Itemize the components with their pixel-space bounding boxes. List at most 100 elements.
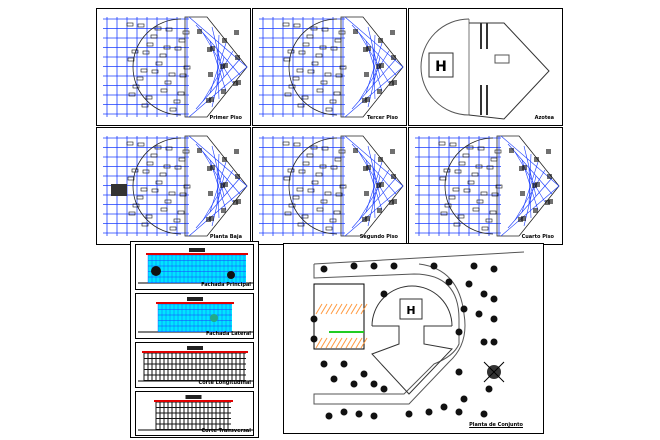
furniture <box>297 222 305 227</box>
north-arrow-cross <box>483 361 505 383</box>
furniture <box>457 214 465 219</box>
furniture <box>311 61 319 66</box>
tree <box>310 335 318 343</box>
furniture <box>136 195 144 200</box>
tree <box>490 295 498 303</box>
furniture <box>146 161 154 166</box>
furniture <box>333 210 341 215</box>
furniture <box>182 30 190 35</box>
tree <box>340 360 348 368</box>
tree <box>490 338 498 346</box>
parking-stall <box>315 303 323 315</box>
room-fixture <box>376 64 381 69</box>
parking-stall <box>315 337 323 349</box>
tree <box>490 315 498 323</box>
room-fixture <box>548 199 553 204</box>
room-fixture <box>522 165 527 170</box>
furniture <box>338 149 346 154</box>
tree <box>380 290 388 298</box>
parking-stall <box>340 337 348 349</box>
room-fixture <box>235 55 240 60</box>
parking-stall <box>355 337 363 349</box>
tree <box>405 410 413 418</box>
elevation-label: Fachada Principal <box>201 282 251 288</box>
roof-arc <box>420 18 470 116</box>
helipad <box>399 298 423 320</box>
furniture <box>177 210 185 215</box>
stairs <box>480 23 488 115</box>
tree <box>320 360 328 368</box>
room-fixture <box>534 157 539 162</box>
room-fixture <box>392 199 397 204</box>
furniture <box>324 72 332 77</box>
parking-stall <box>350 337 358 349</box>
room-fixture <box>379 63 384 68</box>
furniture <box>284 211 292 216</box>
furniture <box>480 191 488 196</box>
tree <box>320 265 328 273</box>
furniture <box>495 184 503 189</box>
furniture <box>320 199 328 204</box>
room-fixture <box>378 38 383 43</box>
furniture <box>151 69 159 74</box>
furniture <box>164 80 172 85</box>
tree <box>460 395 468 403</box>
parking-stall <box>360 303 368 315</box>
tree <box>380 385 388 393</box>
furniture <box>319 45 327 50</box>
furniture <box>324 191 332 196</box>
furniture <box>150 153 158 158</box>
tree <box>470 262 478 270</box>
helipad <box>428 52 454 78</box>
parking-stall <box>345 303 353 315</box>
tree <box>227 271 235 279</box>
furniture <box>150 34 158 39</box>
plan-label: Planta Baja <box>209 234 242 240</box>
furniture <box>319 164 327 169</box>
furniture <box>141 222 149 227</box>
furniture <box>477 146 485 151</box>
elevation-label: Corte Longitudinal <box>198 380 251 386</box>
furniture <box>491 192 499 197</box>
furniture <box>288 84 296 89</box>
furniture <box>179 73 187 78</box>
curved-wall <box>288 18 338 116</box>
tree <box>445 278 453 286</box>
room-fixture <box>210 165 215 170</box>
furniture <box>145 95 153 100</box>
grid-line <box>216 167 220 219</box>
grid-line <box>216 153 220 205</box>
room-fixture <box>234 149 239 154</box>
room-fixture <box>521 216 526 221</box>
furniture <box>128 92 136 97</box>
furniture <box>330 165 338 170</box>
wing-outline <box>184 135 248 237</box>
furniture <box>472 207 480 212</box>
room-fixture <box>519 166 524 171</box>
furniture <box>173 218 181 223</box>
curved-wall <box>132 18 182 116</box>
access-road <box>313 263 466 405</box>
furniture <box>334 157 342 162</box>
stair <box>111 184 127 196</box>
furniture <box>481 226 489 231</box>
furniture <box>301 214 309 219</box>
grid-line <box>344 185 404 237</box>
parking-stall <box>355 303 363 315</box>
furniture <box>160 88 168 93</box>
room-fixture <box>209 216 214 221</box>
helicopter <box>187 297 203 301</box>
furniture <box>329 99 337 104</box>
helipad-letter: H <box>435 59 447 75</box>
room-fixture <box>222 38 227 43</box>
elevations-sheet: Fachada Principal Fachada Lateral Corte … <box>130 241 259 438</box>
grid-line <box>528 167 532 219</box>
room-fixture <box>532 183 537 188</box>
furniture <box>159 53 167 58</box>
furniture <box>448 195 456 200</box>
room-fixture <box>509 148 514 153</box>
furniture <box>127 57 135 62</box>
furniture <box>311 180 319 185</box>
furniture <box>141 103 149 108</box>
tree <box>350 380 358 388</box>
